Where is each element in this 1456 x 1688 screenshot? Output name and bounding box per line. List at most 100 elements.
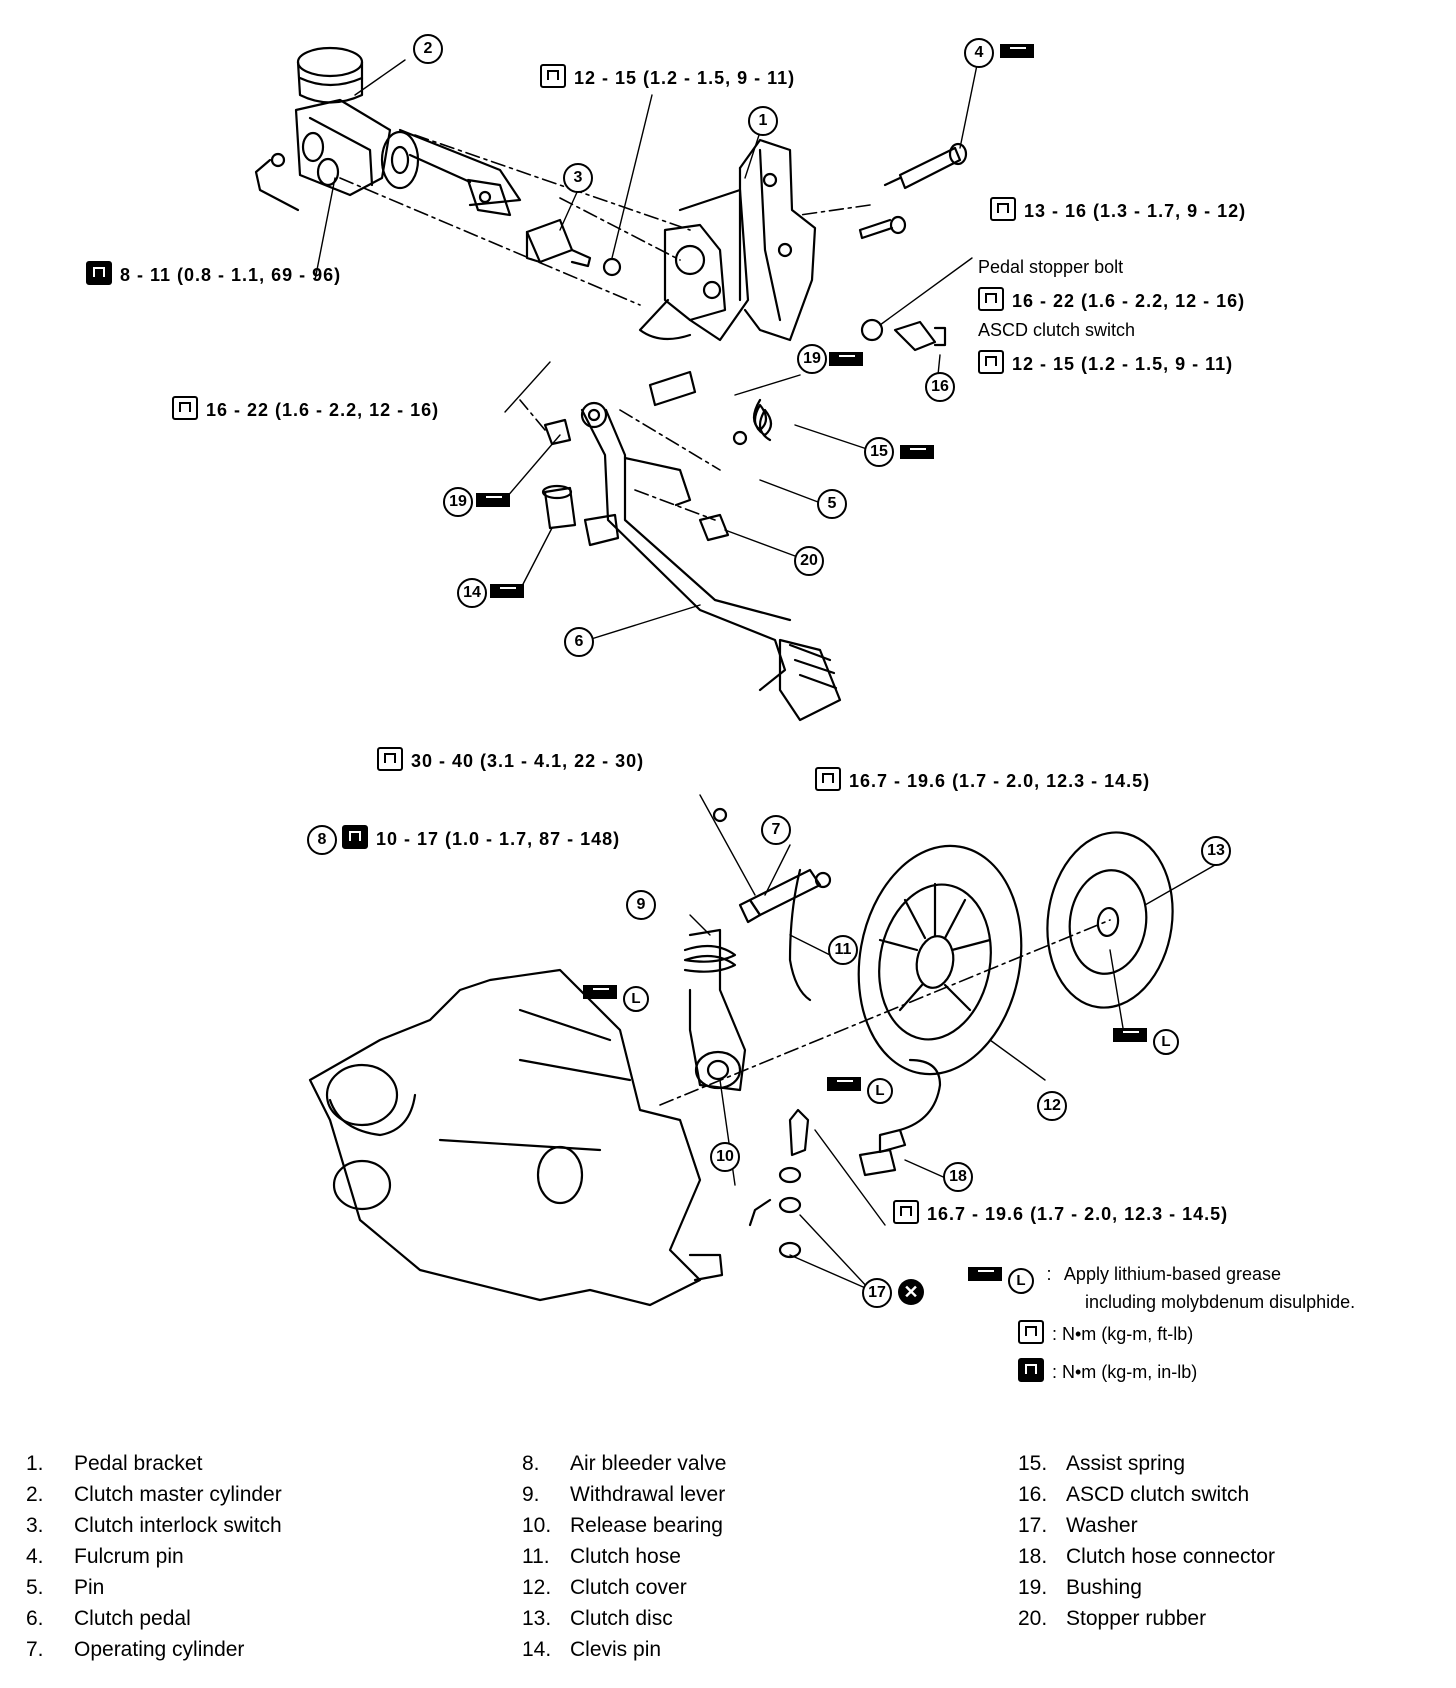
list-item: 6.Clutch pedal	[26, 1607, 191, 1630]
clutch-pedal-drawing	[541, 370, 842, 722]
torque-ftlb-icon	[540, 64, 566, 88]
torque-label: 10 - 17 (1.0 - 1.7, 87 - 148)	[342, 825, 620, 850]
torque-value: 12 - 15 (1.2 - 1.5, 9 - 11)	[574, 68, 796, 88]
torque-label: 16 - 22 (1.6 - 2.2, 12 - 16)	[172, 396, 439, 421]
torque-label: 12 - 15 (1.2 - 1.5, 9 - 11)	[978, 350, 1233, 375]
torque-value: 10 - 17 (1.0 - 1.7, 87 - 148)	[376, 829, 621, 849]
ascd-switch-title: ASCD clutch switch	[978, 320, 1136, 340]
pedal-bracket-drawing	[638, 138, 817, 342]
list-item: 8.Air bleeder valve	[522, 1452, 727, 1475]
torque-label: 8 - 11 (0.8 - 1.1, 69 - 96)	[86, 261, 341, 286]
callout-12: 12	[1037, 1091, 1067, 1121]
torque-value: 16 - 22 (1.6 - 2.2, 12 - 16)	[1012, 291, 1246, 311]
parts-column-2: 8.Air bleeder valve 9.Withdrawal lever 1…	[522, 1452, 726, 1669]
legend-grease: L : Apply lithium-based grease	[968, 1264, 1281, 1294]
grease-point-icon: L	[583, 985, 649, 1012]
list-item: 13.Clutch disc	[522, 1607, 673, 1630]
torque-ftlb-icon	[978, 350, 1004, 374]
fulcrum-pin-drawing	[858, 142, 968, 240]
grease-point-icon: L	[827, 1077, 893, 1104]
callout-1: 1	[748, 106, 778, 136]
axis-lines	[339, 134, 871, 521]
callout-9: 9	[626, 890, 656, 920]
list-item: 1.Pedal bracket	[26, 1452, 203, 1475]
callout-15: 15	[864, 437, 894, 467]
list-item: 15.Assist spring	[1018, 1452, 1186, 1475]
torque-value: 12 - 15 (1.2 - 1.5, 9 - 11)	[1012, 354, 1234, 374]
torque-label: 30 - 40 (3.1 - 4.1, 22 - 30)	[377, 747, 644, 772]
diagram-drawing	[254, 46, 1216, 1307]
grease-point-icon	[476, 493, 510, 511]
clutch-disc-drawing	[1046, 831, 1174, 1009]
torque-ftlb-icon	[893, 1200, 919, 1224]
interlock-switch-drawing	[525, 218, 622, 277]
callout-16: 16	[925, 372, 955, 402]
torque-ftlb-icon	[1018, 1320, 1044, 1344]
grease-icon	[968, 1267, 1002, 1281]
torque-value: 8 - 11 (0.8 - 1.1, 69 - 96)	[120, 265, 342, 285]
grease-point-icon	[490, 584, 524, 602]
torque-ftlb-icon	[978, 287, 1004, 311]
transmission-drawing	[308, 968, 724, 1307]
torque-ftlb-icon	[377, 747, 403, 771]
grease-point-icon: L	[1113, 1028, 1179, 1055]
torque-value: 30 - 40 (3.1 - 4.1, 22 - 30)	[411, 751, 645, 771]
torque-value: 16.7 - 19.6 (1.7 - 2.0, 12.3 - 14.5)	[849, 771, 1151, 791]
callout-3: 3	[563, 163, 593, 193]
lithium-grease-mark: L	[1008, 1268, 1034, 1294]
list-item: 11.Clutch hose	[522, 1545, 681, 1568]
list-item: 18.Clutch hose connector	[1018, 1545, 1275, 1568]
grease-point-icon	[829, 352, 863, 370]
parts-column-1: 1.Pedal bracket 2.Clutch master cylinder…	[26, 1452, 282, 1669]
list-item: 14.Clevis pin	[522, 1638, 662, 1661]
legend-grease-line2: including molybdenum disulphide.	[1085, 1292, 1356, 1312]
ascd-switch-drawing	[860, 318, 947, 352]
callout-17: 17	[862, 1278, 892, 1308]
torque-label: 16.7 - 19.6 (1.7 - 2.0, 12.3 - 14.5)	[893, 1200, 1228, 1225]
torque-label: 13 - 16 (1.3 - 1.7, 9 - 12)	[990, 197, 1246, 222]
operating-cylinder-drawing	[712, 807, 832, 1002]
torque-inlb-icon	[1018, 1358, 1044, 1382]
torque-label: 12 - 15 (1.2 - 1.5, 9 - 11)	[540, 64, 795, 89]
callout-6: 6	[564, 627, 594, 657]
list-item: 20.Stopper rubber	[1018, 1607, 1207, 1630]
list-item: 17.Washer	[1018, 1514, 1138, 1537]
replace-icon: ✕	[898, 1279, 924, 1305]
parts-column-3: 15.Assist spring 16.ASCD clutch switch 1…	[1018, 1452, 1275, 1638]
torque-value: 16 - 22 (1.6 - 2.2, 12 - 16)	[206, 400, 440, 420]
list-item: 5.Pin	[26, 1576, 105, 1599]
torque-ftlb-icon	[172, 396, 198, 420]
torque-inlb-icon	[342, 825, 368, 849]
callout-20: 20	[794, 546, 824, 576]
clutch-cover-drawing	[857, 844, 1023, 1076]
legend-separator: :	[1046, 1264, 1052, 1284]
list-item: 3.Clutch interlock switch	[26, 1514, 282, 1537]
list-item: 2.Clutch master cylinder	[26, 1483, 282, 1506]
callout-18: 18	[943, 1162, 973, 1192]
list-item: 12.Clutch cover	[522, 1576, 687, 1599]
callout-8: 8	[307, 825, 337, 855]
callout-14: 14	[457, 578, 487, 608]
torque-value: 16.7 - 19.6 (1.7 - 2.0, 12.3 - 14.5)	[927, 1204, 1229, 1224]
grease-point-icon	[900, 445, 934, 463]
callout-2: 2	[413, 34, 443, 64]
list-item: 9.Withdrawal lever	[522, 1483, 726, 1506]
list-item: 7.Operating cylinder	[26, 1638, 245, 1661]
callout-11: 11	[828, 935, 858, 965]
callout-19: 19	[443, 487, 473, 517]
callout-7: 7	[761, 815, 791, 845]
torque-label: 16 - 22 (1.6 - 2.2, 12 - 16)	[978, 287, 1245, 312]
callout-13: 13	[1201, 836, 1231, 866]
torque-inlb-icon	[86, 261, 112, 285]
master-cylinder-drawing	[254, 46, 522, 217]
legend-ftlb-text: : N•m (kg-m, ft-lb)	[1052, 1324, 1194, 1344]
callout-10: 10	[710, 1142, 740, 1172]
torque-ftlb-icon	[815, 767, 841, 791]
hose-connector-drawing	[748, 1058, 942, 1259]
withdrawal-lever-drawing	[683, 928, 747, 1092]
torque-ftlb-icon	[990, 197, 1016, 221]
callout-19: 19	[797, 344, 827, 374]
grease-point-icon	[1000, 44, 1034, 62]
torque-value: 13 - 16 (1.3 - 1.7, 9 - 12)	[1024, 201, 1247, 221]
exploded-diagram: 12 - 15 (1.2 - 1.5, 9 - 11) 13 - 16 (1.3…	[86, 34, 1356, 1382]
